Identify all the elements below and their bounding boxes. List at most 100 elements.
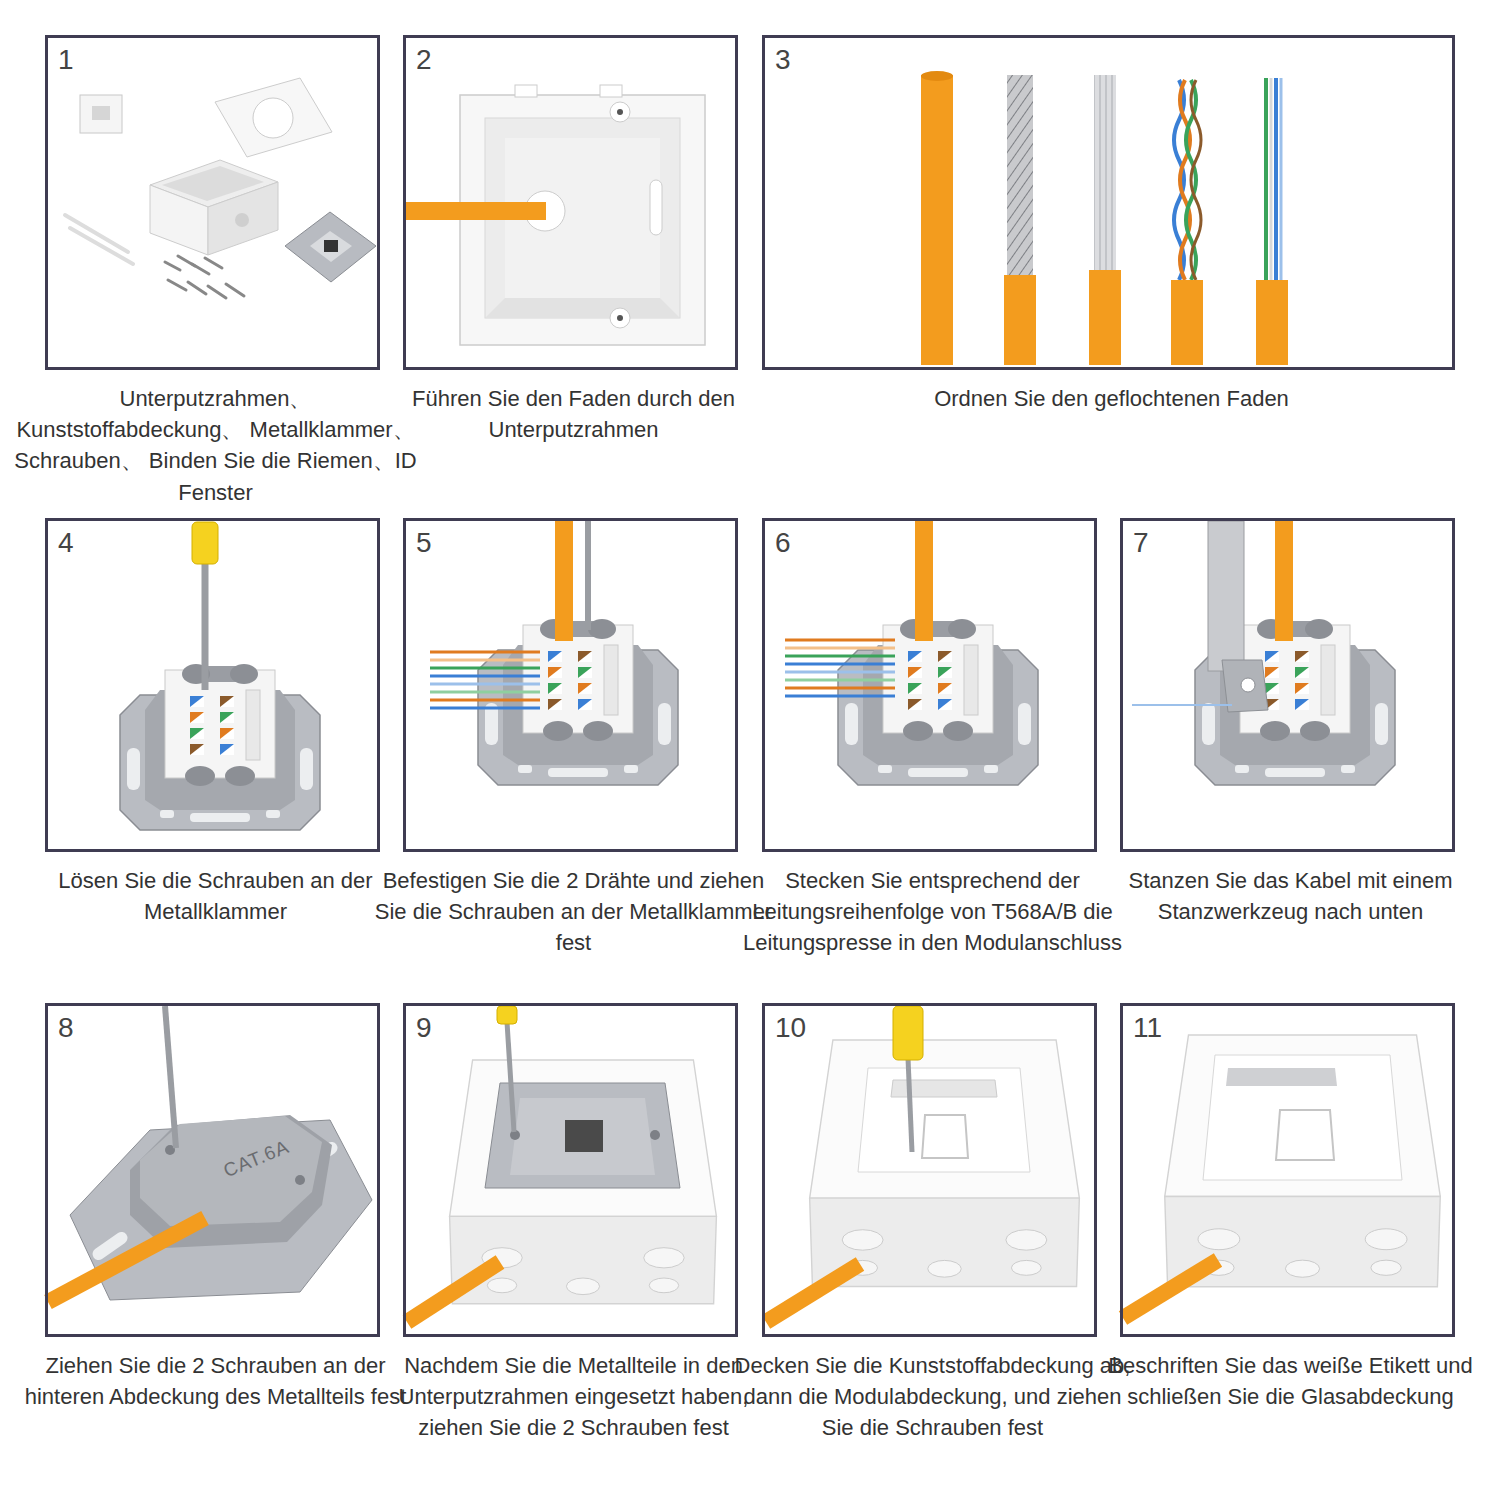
metal-housing-part xyxy=(130,1115,332,1248)
step-number: 1 xyxy=(58,44,74,76)
metal-housing-part xyxy=(48,1218,205,1302)
step-caption: Ziehen Sie die 2 Schrauben an der hinter… xyxy=(13,1350,418,1412)
flush-box-part xyxy=(610,308,630,328)
step-panel: 5Befestigen Sie die 2 Drähte und ziehen … xyxy=(403,518,738,852)
step-caption: Nachdem Sie die Metallteile in den Unter… xyxy=(371,1350,776,1444)
cable-stages-part xyxy=(1191,80,1201,280)
step-number: 8 xyxy=(58,1012,74,1044)
step-caption: Stecken Sie entsprechend der Leitungsrei… xyxy=(730,865,1135,959)
metal-housing xyxy=(48,1006,372,1302)
flush-box-part xyxy=(406,202,546,220)
cable-stages-part xyxy=(1274,78,1278,282)
box-insert xyxy=(407,1006,716,1322)
step-panel: 7Stanzen Sie das Kabel mit einem Stanzwe… xyxy=(1120,518,1455,852)
box-finished-part xyxy=(1203,1055,1402,1180)
box-insert-part xyxy=(497,1006,517,1024)
parts-set-part-part xyxy=(188,282,206,294)
cable-stages-part xyxy=(1171,280,1203,365)
module-loosen-part xyxy=(202,560,209,690)
parts-set-part xyxy=(285,212,376,282)
parts-set-part xyxy=(324,240,338,252)
cable-stages-part xyxy=(1256,280,1288,365)
module-wiring-part xyxy=(785,640,895,696)
cable-stages-part xyxy=(1089,270,1121,365)
flush-box-part xyxy=(515,85,537,97)
step-caption: Befestigen Sie die 2 Drähte und ziehen S… xyxy=(371,865,776,959)
module-loosen-part xyxy=(120,664,320,830)
module-wiring-part xyxy=(838,619,1038,785)
box-insert-part xyxy=(407,1262,500,1322)
box-cover xyxy=(766,1006,1079,1322)
module-fasten xyxy=(430,521,678,785)
flush-box-part xyxy=(650,180,662,235)
parts-set-part xyxy=(92,106,110,120)
parts-set-part xyxy=(65,215,128,252)
cable-stages xyxy=(921,71,1288,365)
parts-set-part xyxy=(208,182,278,255)
box-cover-part xyxy=(922,1115,968,1158)
box-insert-part xyxy=(565,1120,603,1152)
module-punch-part xyxy=(1132,704,1232,706)
cable-stages-part xyxy=(1280,78,1283,282)
step-caption: Decken Sie die Kunststoffabdeckung ab, d… xyxy=(730,1350,1135,1444)
box-finished-part xyxy=(1226,1068,1337,1086)
box-finished-part xyxy=(1276,1110,1334,1160)
step-number: 7 xyxy=(1133,527,1149,559)
module-fasten-part xyxy=(478,619,678,785)
module-fasten-part xyxy=(555,521,573,641)
flush-box-part xyxy=(485,298,680,318)
module-fasten-part xyxy=(585,521,591,630)
step-number: 4 xyxy=(58,527,74,559)
step-panel: 8Ziehen Sie die 2 Schrauben an der hinte… xyxy=(45,1003,380,1337)
module-punch-part xyxy=(1275,521,1293,641)
module-punch-part xyxy=(1241,678,1255,692)
step-panel: 9Nachdem Sie die Metallteile in den Unte… xyxy=(403,1003,738,1337)
flush-box-part xyxy=(617,109,623,115)
cable-stages-part xyxy=(921,75,953,365)
step-caption: Ordnen Sie den geflochtenen Faden xyxy=(730,383,1493,414)
cable-stages-part xyxy=(1270,78,1273,282)
box-insert-part xyxy=(510,1098,655,1175)
box-insert-part xyxy=(650,1130,660,1140)
box-insert-part xyxy=(507,1022,514,1132)
flush-box xyxy=(406,85,705,345)
module-loosen-part xyxy=(192,522,218,564)
module-loosen xyxy=(120,522,320,830)
step-panel: 11Beschriften Sie das weiße Etikett und … xyxy=(1120,1003,1455,1337)
module-fasten-part xyxy=(430,652,540,708)
step-number: 9 xyxy=(416,1012,432,1044)
step-panel: 6Stecken Sie entsprechend der Leitungsre… xyxy=(762,518,1097,852)
parts-set xyxy=(65,78,376,298)
cable-stages-part xyxy=(921,71,953,81)
parts-set-part-part xyxy=(208,286,226,298)
flush-box-part xyxy=(617,315,623,321)
step-caption: Unterputzrahmen、 Kunststoffabdeckung、 Me… xyxy=(13,383,418,508)
parts-set-part-part xyxy=(165,262,180,270)
box-finished-part xyxy=(1123,1260,1218,1318)
parts-set-part xyxy=(253,98,293,138)
cable-stages-part xyxy=(1180,80,1190,280)
module-wiring-part xyxy=(915,521,933,641)
parts-set-part xyxy=(310,231,352,262)
step-number: 11 xyxy=(1133,1012,1162,1044)
step-caption: Lösen Sie die Schrauben an der Metallkla… xyxy=(13,865,418,927)
parts-set-part xyxy=(215,78,332,157)
step-panel: 10Decken Sie die Kunststoffabdeckung ab,… xyxy=(762,1003,1097,1337)
metal-housing-part xyxy=(140,1116,322,1226)
parts-set-part xyxy=(235,213,249,227)
parts-set-part-part xyxy=(226,284,244,296)
cable-stages-part xyxy=(1264,78,1268,282)
parts-set-part xyxy=(80,95,122,133)
step-panel: 3Ordnen Sie den geflochtenen Faden xyxy=(762,35,1455,370)
metal-housing-part xyxy=(295,1175,305,1185)
parts-set-part-part xyxy=(192,264,209,274)
step-caption: Führen Sie den Faden durch den Unterputz… xyxy=(371,383,776,445)
step-number: 2 xyxy=(416,44,432,76)
step-number: 10 xyxy=(775,1012,806,1044)
step-caption: Stanzen Sie das Kabel mit einem Stanzwer… xyxy=(1088,865,1493,927)
step-panel: 2Führen Sie den Faden durch den Unterput… xyxy=(403,35,738,370)
box-cover-part xyxy=(858,1068,1030,1172)
